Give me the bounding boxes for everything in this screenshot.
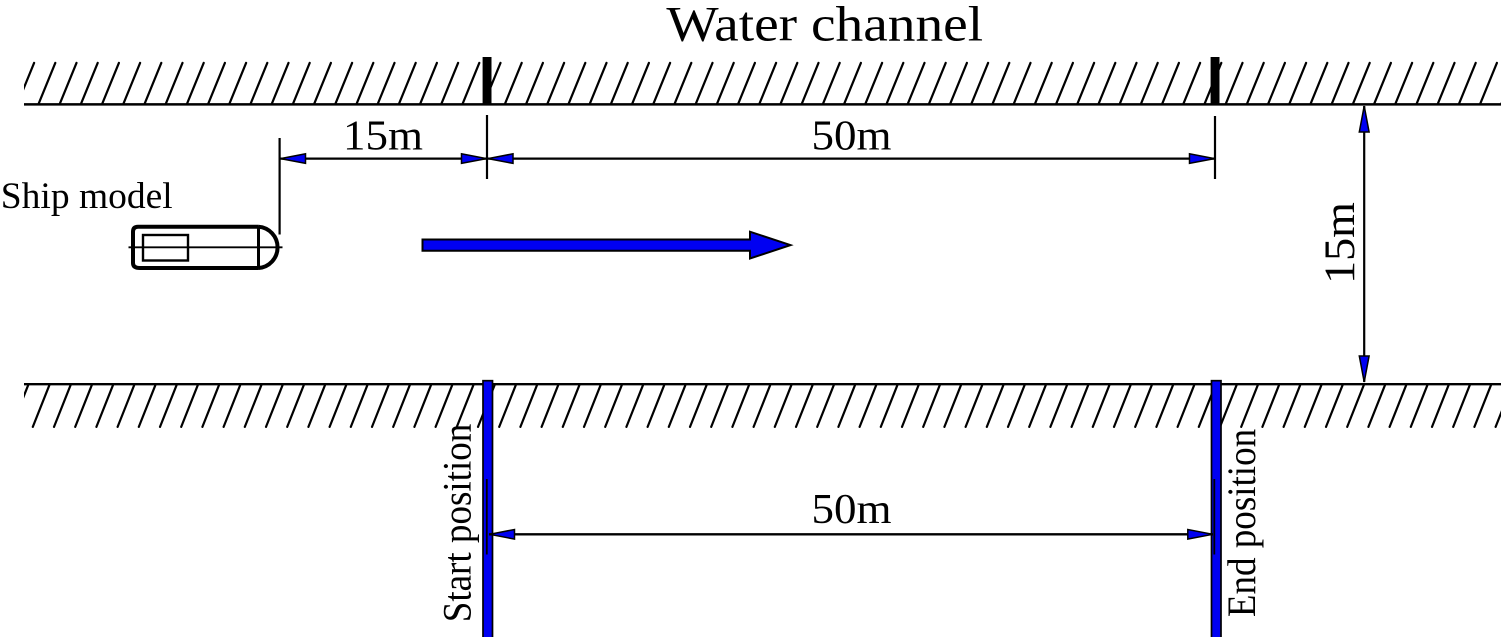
svg-text:50m: 50m xyxy=(812,486,892,533)
svg-text:15m: 15m xyxy=(343,112,423,159)
svg-text:Start position: Start position xyxy=(436,424,479,623)
svg-text:End position: End position xyxy=(1221,429,1264,617)
svg-text:Water channel: Water channel xyxy=(666,0,983,52)
svg-text:15m: 15m xyxy=(1315,202,1364,284)
svg-text:50m: 50m xyxy=(812,112,892,159)
svg-text:Ship model: Ship model xyxy=(1,176,173,217)
